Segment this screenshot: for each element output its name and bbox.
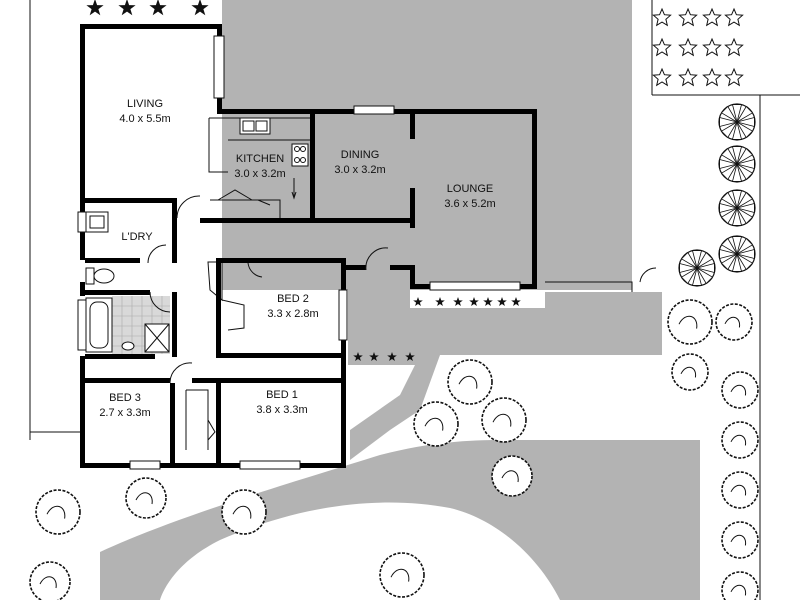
landscaping xyxy=(29,0,759,600)
room-lounge-name: LOUNGE xyxy=(447,183,493,195)
room-bed3-size: 2.7 x 3.3m xyxy=(99,407,150,419)
shrub-icon xyxy=(652,7,672,27)
windows xyxy=(77,35,521,470)
hedge-plant-icon xyxy=(369,352,379,361)
tree-icon xyxy=(721,371,759,409)
basin xyxy=(121,341,135,351)
room-laundry-name: L'DRY xyxy=(121,231,153,243)
tree-icon xyxy=(715,303,753,341)
shrub-icon xyxy=(678,67,698,87)
shrub-icon xyxy=(652,67,672,87)
tree-icon xyxy=(413,401,459,447)
room-kitchen-name: KITCHEN xyxy=(236,153,284,165)
palm-icon xyxy=(718,235,756,273)
tree-icon xyxy=(721,421,759,459)
hedge-plant-icon xyxy=(483,297,493,306)
cooktop xyxy=(291,143,309,167)
palm-icon xyxy=(718,145,756,183)
hedge-plant-icon xyxy=(387,352,397,361)
tree-icon xyxy=(35,489,81,535)
garage-slab xyxy=(222,0,632,290)
hedge-plant-icon xyxy=(435,297,445,306)
shrub-icon xyxy=(724,67,744,87)
tree-icon xyxy=(671,353,709,391)
hedge-plant-icon xyxy=(191,0,209,16)
shrub-icon xyxy=(702,7,722,27)
tree-icon xyxy=(221,489,267,535)
tree-icon xyxy=(721,471,759,509)
driveway xyxy=(100,440,700,600)
room-living-size: 4.0 x 5.5m xyxy=(119,113,170,125)
hedge-plant-icon xyxy=(511,297,521,306)
room-bed2-size: 3.3 x 2.8m xyxy=(267,308,318,320)
shrub-icon xyxy=(678,37,698,57)
room-bed3-name: BED 3 xyxy=(109,392,141,404)
hedge-plant-icon xyxy=(413,297,423,306)
wall-lounge-east xyxy=(532,109,537,289)
tree-icon xyxy=(125,477,167,519)
palm-icon xyxy=(718,103,756,141)
shrub-icon xyxy=(702,67,722,87)
paving xyxy=(100,0,700,600)
tree-icon xyxy=(491,455,533,497)
tree-icon xyxy=(721,571,759,600)
palm-icon xyxy=(718,189,756,227)
room-dining-name: DINING xyxy=(341,149,380,161)
boundary-lines xyxy=(29,0,800,600)
room-bed1-size: 3.8 x 3.3m xyxy=(256,404,307,416)
room-bed1-name: BED 1 xyxy=(266,389,298,401)
hedge-plant-icon xyxy=(149,0,167,16)
shrub-icon xyxy=(724,37,744,57)
room-labels: LIVING 4.0 x 5.5m KITCHEN 3.0 x 3.2m DIN… xyxy=(99,98,495,419)
toilet xyxy=(85,267,95,285)
room-bed2-name: BED 2 xyxy=(277,293,309,305)
tree-icon xyxy=(447,359,493,405)
room-kitchen-size: 3.0 x 3.2m xyxy=(234,168,285,180)
wall-south xyxy=(80,463,346,468)
wall-west xyxy=(80,24,85,212)
palm-icon xyxy=(678,249,716,287)
room-living-name: LIVING xyxy=(127,98,163,110)
doors xyxy=(147,178,389,384)
tree-icon xyxy=(721,521,759,559)
hedge-plant-icon xyxy=(453,297,463,306)
tree-icon xyxy=(379,552,425,598)
room-lounge-size: 3.6 x 5.2m xyxy=(444,198,495,210)
fixtures xyxy=(85,117,310,450)
hedge-plant-icon xyxy=(405,352,415,361)
tree-icon xyxy=(481,397,527,443)
hedge-plant-icon xyxy=(469,297,479,306)
hedge-plant-icon xyxy=(353,352,363,361)
hedge-plant-icon xyxy=(497,297,507,306)
shrub-icon xyxy=(702,37,722,57)
hedge-plant-icon xyxy=(86,0,104,16)
hedge-plant-icon xyxy=(118,0,136,16)
tree-icon xyxy=(29,561,71,600)
shrub-icon xyxy=(724,7,744,27)
shrub-icon xyxy=(652,37,672,57)
shrub-icon xyxy=(678,7,698,27)
tree-icon xyxy=(667,299,713,345)
room-dining-size: 3.0 x 3.2m xyxy=(334,164,385,176)
front-path xyxy=(348,278,662,460)
wall-living-north xyxy=(80,24,222,29)
